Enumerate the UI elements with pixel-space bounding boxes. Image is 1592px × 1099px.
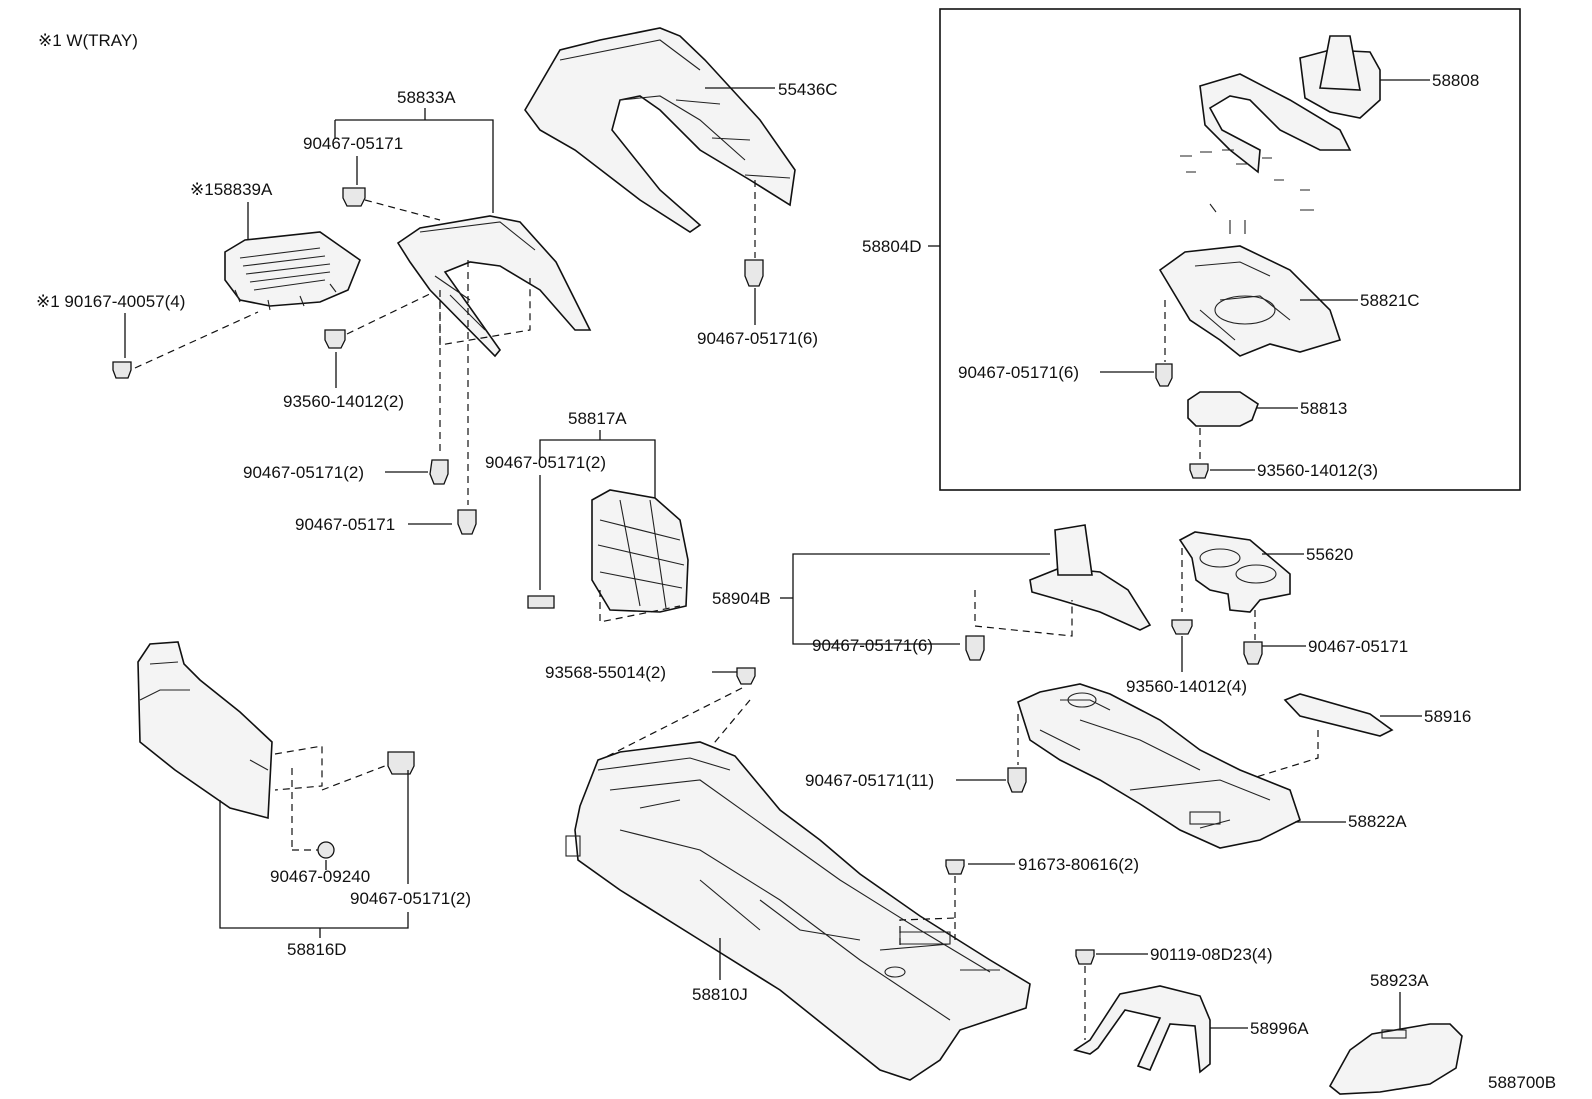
lid-58916 (1283, 693, 1394, 737)
bracket-58996A (1073, 985, 1211, 1074)
label-55436C[interactable]: 55436C (778, 80, 838, 99)
screw-93560-14012-3 (1189, 463, 1209, 479)
clip-90467-05171-6a (744, 259, 764, 287)
bolt-91673-80616 (945, 859, 965, 875)
screw-93560-14012-4 (1171, 619, 1193, 635)
label-93560-14012-4[interactable]: 93560-14012(4) (1126, 677, 1247, 696)
panel-58816D (137, 641, 273, 820)
clip-90467-09240 (317, 841, 335, 859)
label-90167-40057[interactable]: ※1 90167-40057(4) (36, 292, 185, 311)
panel-58821C (1158, 245, 1342, 357)
clip-90467-05171-11 (1007, 767, 1027, 793)
label-58816D[interactable]: 58816D (287, 940, 347, 959)
switch-58813 (1187, 391, 1259, 427)
console-58810J (574, 741, 1031, 1081)
label-58996A[interactable]: 58996A (1250, 1019, 1309, 1038)
label-90467-05171-2b[interactable]: 90467-05171(2) (485, 453, 606, 472)
bezel-55436C (524, 27, 796, 233)
label-55620[interactable]: 55620 (1306, 545, 1353, 564)
label-91673-80616[interactable]: 91673-80616(2) (1018, 855, 1139, 874)
label-90467-05171-6b[interactable]: 90467-05171(6) (958, 363, 1079, 382)
clip-part (342, 187, 366, 207)
bolt-90119-08D23 (1075, 949, 1095, 965)
label-58923A[interactable]: 58923A (1370, 971, 1429, 990)
label-90467-05171-b[interactable]: 90467-05171 (295, 515, 395, 534)
label-90467-05171-2a[interactable]: 90467-05171(2) (243, 463, 364, 482)
label-90467-05171-6a[interactable]: 90467-05171(6) (697, 329, 818, 348)
label-93568-55014[interactable]: 93568-55014(2) (545, 663, 666, 682)
clip-90467-05171-b (457, 509, 477, 535)
label-93560-14012-3[interactable]: 93560-14012(3) (1257, 461, 1378, 480)
clip-90467-05171-2b (527, 595, 555, 609)
cupholder-55620 (1178, 531, 1291, 613)
clip-90467-05171-c (1243, 641, 1263, 665)
label-58833A[interactable]: 58833A (397, 88, 456, 107)
clip-90467-05171-2c (387, 751, 415, 775)
label-90467-05171-2c[interactable]: 90467-05171(2) (350, 889, 471, 908)
label-90467-05171-11[interactable]: 90467-05171(11) (805, 771, 934, 790)
screw-93560-14012-2 (324, 329, 346, 349)
cover-58923A (1328, 1023, 1463, 1095)
label-58821C[interactable]: 58821C (1360, 291, 1420, 310)
label-93560-14012-2[interactable]: 93560-14012(2) (283, 392, 404, 411)
panel-58817A (591, 489, 689, 613)
label-90467-05171-c[interactable]: 90467-05171 (1308, 637, 1408, 656)
label-58813[interactable]: 58813 (1300, 399, 1347, 418)
trim-frame (1199, 73, 1352, 174)
shift-boot-58904B (1029, 567, 1152, 631)
panel-58833A (396, 215, 592, 358)
clip-90467-05171-2a (429, 459, 449, 485)
label-58822A[interactable]: 58822A (1348, 812, 1407, 831)
label-58804D[interactable]: 58804D (862, 237, 922, 256)
label-58817A[interactable]: 58817A (568, 409, 627, 428)
label-58808[interactable]: 58808 (1432, 71, 1479, 90)
screw-90167-40057 (112, 361, 132, 379)
label-90467-09240[interactable]: 90467-09240 (270, 867, 370, 886)
label-58839A[interactable]: ※158839A (190, 180, 273, 199)
inset-frame (939, 8, 1521, 491)
figure-code: 588700B (1488, 1073, 1556, 1092)
clip-90467-05171-6c (965, 635, 985, 661)
label-90119-08D23[interactable]: 90119-08D23(4) (1150, 945, 1273, 964)
note-label: ※1 W(TRAY) (38, 31, 138, 50)
label-90467-05171-a[interactable]: 90467-05171 (303, 134, 403, 153)
screw-93568-55014 (736, 667, 756, 685)
clip-90467-05171-6b (1155, 363, 1173, 387)
label-90467-05171-6c[interactable]: 90467-05171(6) (812, 636, 933, 655)
label-58904B[interactable]: 58904B (712, 589, 771, 608)
panel-58822A (1017, 683, 1301, 849)
label-58916[interactable]: 58916 (1424, 707, 1471, 726)
label-58810J[interactable]: 58810J (692, 985, 748, 1004)
